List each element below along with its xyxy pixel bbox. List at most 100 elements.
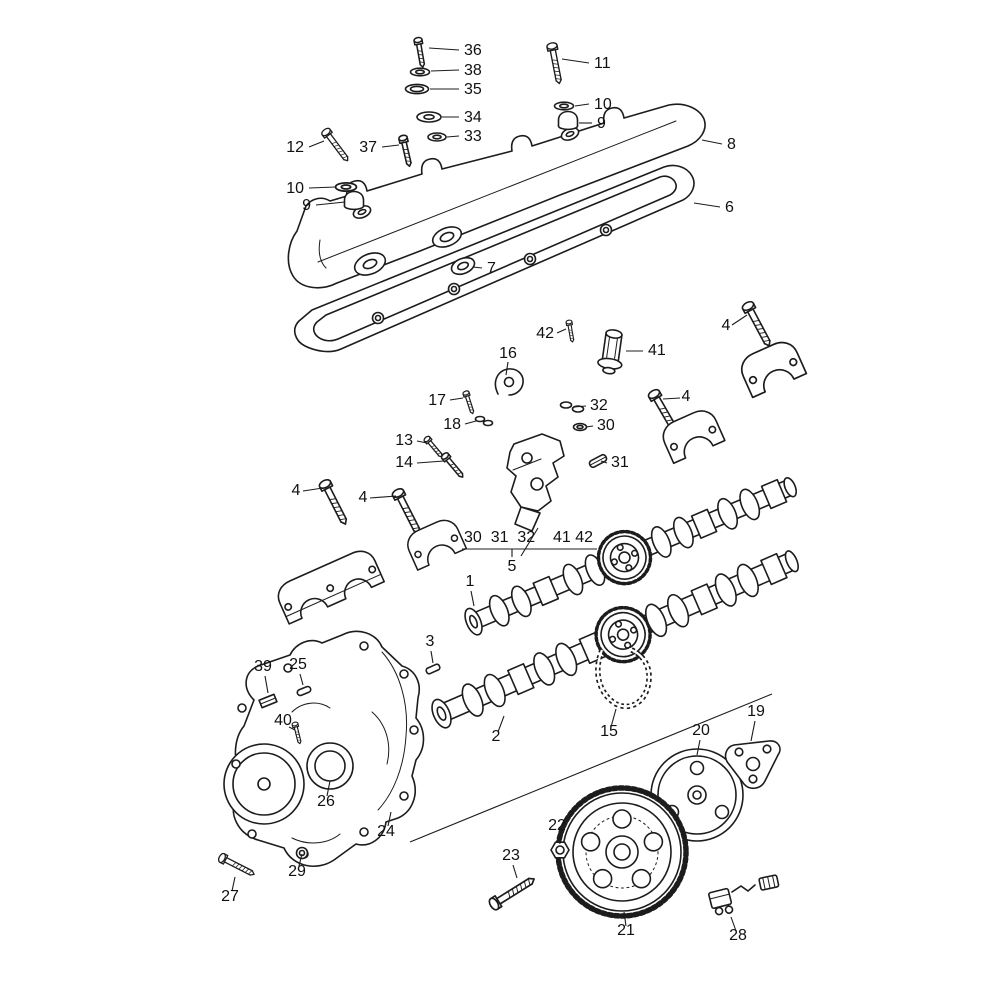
cover-seal-7: [450, 256, 476, 276]
leader-line-part-22: [557, 834, 561, 845]
part-label-3: 3: [426, 633, 435, 650]
camshaft-1: [464, 477, 798, 636]
part-label-29: 29: [288, 863, 306, 880]
part-label-10r: 10: [594, 96, 612, 113]
part-label-20: 20: [692, 722, 710, 739]
group-parts-label: 30 31 32 41 42: [464, 529, 593, 546]
leader-line-part-26: [326, 780, 331, 797]
cover-grommet-seat-right: [560, 127, 580, 141]
camshaft-gear-21: [555, 785, 689, 919]
leader-line-part-7: [472, 266, 483, 269]
part-label-16: 16: [499, 345, 517, 362]
leader-line-part-3: [430, 650, 434, 664]
leader-line-part-13: [416, 440, 428, 444]
bolt-23: [486, 872, 539, 913]
leader-line-part-39: [264, 675, 269, 694]
part-label-4l1: 4: [292, 482, 301, 499]
part-label-1: 1: [466, 573, 475, 590]
washers-18: [474, 415, 494, 427]
part-label-40: 40: [274, 712, 292, 729]
leader-line-part-10r: [574, 103, 590, 107]
camshaft-1-sprocket: [596, 529, 653, 586]
leader-line-part-4mr: [662, 397, 681, 400]
part-label-12: 12: [286, 139, 304, 156]
leader-line-part-4tr: [731, 314, 748, 326]
leader-line-part-42: [556, 328, 567, 334]
part-label-15: 15: [600, 723, 618, 740]
boss-29: [295, 846, 309, 860]
part-label-4mr: 4: [682, 388, 691, 405]
part-label-24: 24: [377, 823, 395, 840]
part-label-2: 2: [492, 728, 501, 745]
bearing-cap-left-double: [277, 550, 385, 625]
bolt-14: [439, 450, 467, 481]
timing-chain-15: [595, 646, 652, 710]
pin-25: [296, 685, 312, 697]
assembly-label-5: 5: [508, 558, 517, 575]
leader-line-part-19: [750, 720, 756, 742]
part-label-41: 41: [648, 342, 666, 359]
bolt-11: [545, 41, 565, 86]
leader-line-part-16: [505, 361, 509, 376]
pin-31: [588, 453, 608, 469]
part-label-37: 37: [359, 139, 377, 156]
part-label-38: 38: [464, 62, 482, 79]
part-label-6: 6: [725, 199, 734, 216]
part-label-9r: 9: [597, 115, 606, 132]
assembly-reference-line: [409, 693, 773, 843]
part-label-23: 23: [502, 847, 520, 864]
bolt-17: [461, 389, 477, 416]
leader-line-part-21: [623, 911, 627, 927]
part-label-26: 26: [317, 793, 335, 810]
part-label-4l2: 4: [359, 489, 368, 506]
part-label-22: 22: [548, 817, 566, 834]
part-label-30: 30: [597, 417, 615, 434]
leader-line-part-17: [449, 397, 464, 401]
assembly-5-leader: [520, 527, 539, 557]
bolt-36: [412, 36, 428, 69]
cover-opening-b: [431, 226, 463, 248]
part-label-17: 17: [428, 392, 446, 409]
part-label-28: 28: [729, 927, 747, 944]
washer-33: [427, 132, 447, 142]
bolt-27: [216, 851, 257, 880]
clip-39: [258, 693, 278, 709]
leader-line-part-23: [512, 864, 518, 879]
leader-line-part-30: [585, 425, 594, 428]
solenoid-41: [597, 329, 623, 375]
grommet-9-left: [343, 190, 365, 211]
leader-line-part-14: [416, 460, 445, 464]
part-label-32: 32: [590, 397, 608, 414]
leader-line-part-38: [430, 69, 460, 72]
woodruff-key-3: [425, 663, 441, 675]
part-label-7: 7: [487, 260, 496, 277]
leader-line-part-32: [573, 405, 587, 408]
leader-line-part-10l: [308, 186, 337, 189]
bolt-37: [397, 133, 415, 169]
part-label-10l: 10: [286, 180, 304, 197]
part-label-35: 35: [464, 81, 482, 98]
part-label-36: 36: [464, 42, 482, 59]
washer-38: [409, 67, 431, 77]
cover-opening-a: [353, 252, 387, 276]
leader-line-part-4l2: [369, 495, 397, 499]
leader-line-part-29: [298, 853, 303, 867]
leader-line-part-6: [693, 202, 721, 208]
part-label-42: 42: [536, 325, 554, 342]
group-bracket-line: [462, 548, 597, 557]
part-label-33: 33: [464, 128, 482, 145]
leader-line-part-20: [696, 739, 701, 756]
part-label-13: 13: [395, 432, 413, 449]
part-label-18: 18: [443, 416, 461, 433]
leader-line-part-15: [610, 708, 617, 728]
leader-line-part-36: [428, 47, 460, 51]
bolt-12: [319, 126, 353, 165]
leader-line-part-18: [464, 420, 477, 425]
bolt-42: [565, 319, 576, 344]
leader-line-part-4l1: [302, 487, 324, 492]
bolt-4-top-right: [740, 299, 776, 350]
washer-10-left: [334, 181, 358, 193]
